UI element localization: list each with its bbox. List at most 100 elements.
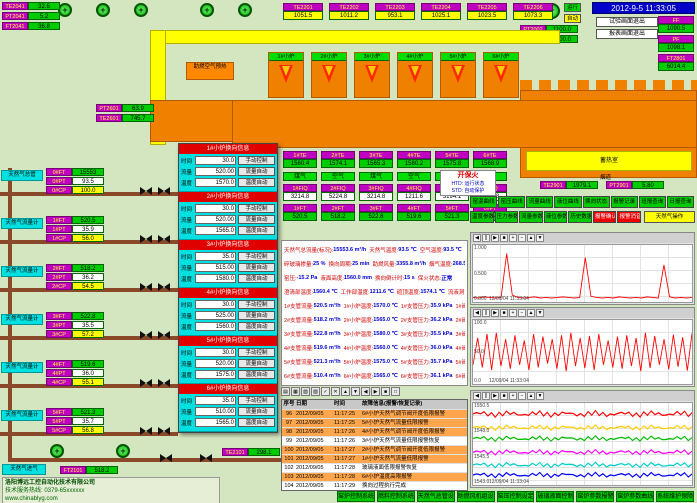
nav-button[interactable]: 窑炉参数报警显示 bbox=[576, 491, 615, 502]
alarm-toolbar-icon[interactable]: ■ bbox=[381, 387, 390, 396]
manual-control-button[interactable]: 手动控制 bbox=[238, 204, 275, 213]
temp-auto-button[interactable]: 温度自动 bbox=[238, 226, 275, 235]
manual-control-button[interactable]: 手动控制 bbox=[238, 300, 275, 309]
alarm-row[interactable]: 100 2012/09/05 11:17:27 2#小炉天然气调节阀开度低限报警 bbox=[282, 445, 467, 454]
chart-toolbar-icon[interactable]: ▶ bbox=[491, 309, 499, 317]
alarm-row[interactable]: 104 2012/09/05 11:17:29 换向过程执行完成 bbox=[282, 481, 467, 490]
chart-toolbar-icon[interactable]: ▼ bbox=[536, 309, 544, 317]
monitor-button[interactable]: 报警确认 bbox=[592, 211, 617, 223]
reversal-time-field[interactable]: 35.0 bbox=[195, 252, 236, 261]
alarm-toolbar-icon[interactable]: ✕ bbox=[331, 387, 340, 396]
flow-auto-button[interactable]: 流量自动 bbox=[238, 263, 275, 272]
flow-setpoint-field[interactable]: 520.00 bbox=[195, 167, 236, 176]
monitor-button[interactable]: 流量参数 bbox=[519, 211, 543, 223]
valve-icon[interactable] bbox=[140, 427, 152, 435]
manual-control-button[interactable]: 手动控制 bbox=[238, 252, 275, 261]
manual-control-button[interactable]: 手动控制 bbox=[238, 156, 275, 165]
reversal-time-field[interactable]: 30.0 bbox=[195, 204, 236, 213]
temp-setpoint-field[interactable]: 1575.0 bbox=[195, 370, 236, 379]
alarm-toolbar-icon[interactable]: ◀ bbox=[361, 387, 370, 396]
valve-icon[interactable] bbox=[158, 235, 170, 243]
monitor-button[interactable]: 压力参数 bbox=[494, 211, 519, 223]
nav-button[interactable]: 窑压控制设定 bbox=[496, 491, 535, 502]
nav-button[interactable]: 玻璃液面控制 bbox=[536, 491, 575, 502]
chart-toolbar-icon[interactable]: ◀ bbox=[473, 234, 481, 242]
chart-toolbar-icon[interactable]: + bbox=[509, 309, 517, 317]
monitor-button[interactable]: 温度参数 bbox=[470, 211, 494, 223]
chart-toolbar-icon[interactable]: ■ bbox=[500, 392, 508, 400]
alarm-toolbar-icon[interactable]: □ bbox=[391, 387, 400, 396]
alarm-row[interactable]: 103 2012/09/05 11:17:28 6#小炉温度高限报警 bbox=[282, 472, 467, 481]
monitor-button[interactable]: 窑温曲线 bbox=[470, 196, 498, 208]
chart-toolbar-icon[interactable]: ■ bbox=[500, 234, 508, 242]
flow-setpoint-field[interactable]: 520.00 bbox=[195, 359, 236, 368]
monitor-button[interactable]: 日报查询 bbox=[666, 196, 694, 208]
nav-button[interactable]: 助燃风机组设定 bbox=[456, 491, 495, 502]
alarm-toolbar-icon[interactable]: ▦ bbox=[291, 387, 300, 396]
gas-operation-button[interactable]: 天然气操作 bbox=[644, 211, 695, 223]
valve-icon[interactable] bbox=[140, 187, 152, 195]
valve-icon[interactable] bbox=[160, 454, 172, 462]
chart-toolbar-icon[interactable]: − bbox=[518, 392, 526, 400]
monitor-button[interactable]: 液位曲线 bbox=[554, 196, 582, 208]
alarm-row[interactable]: 98 2012/09/05 11:17:26 4#小炉天然气调节阀开度低限报警 bbox=[282, 427, 467, 436]
chart-toolbar-icon[interactable]: || bbox=[482, 392, 490, 400]
alarm-toolbar-icon[interactable]: ▲ bbox=[341, 387, 350, 396]
flow-setpoint-field[interactable]: 520.00 bbox=[195, 215, 236, 224]
flow-auto-button[interactable]: 流量自动 bbox=[238, 407, 275, 416]
temp-setpoint-field[interactable]: 1580.0 bbox=[195, 274, 236, 283]
chart-toolbar-icon[interactable]: || bbox=[482, 234, 490, 242]
chart-toolbar-icon[interactable]: ▶ bbox=[491, 392, 499, 400]
temp-auto-button[interactable]: 温度自动 bbox=[238, 370, 275, 379]
manual-control-button[interactable]: 手动控制 bbox=[238, 348, 275, 357]
nav-button[interactable]: 窑炉控制系统 bbox=[337, 491, 375, 502]
flow-auto-button[interactable]: 流量自动 bbox=[238, 215, 275, 224]
temp-auto-button[interactable]: 温度自动 bbox=[238, 322, 275, 331]
alarm-row[interactable]: 97 2012/09/05 11:17:25 5#小炉天然气流量低限报警 bbox=[282, 418, 467, 427]
chart-toolbar-icon[interactable]: ■ bbox=[500, 309, 508, 317]
valve-icon[interactable] bbox=[140, 283, 152, 291]
alarm-toolbar-icon[interactable]: ▨ bbox=[311, 387, 320, 396]
chart-toolbar-icon[interactable]: − bbox=[518, 309, 526, 317]
temp-auto-button[interactable]: 温度自动 bbox=[238, 178, 275, 187]
nav-button[interactable]: 系统维护保障 bbox=[656, 491, 695, 502]
monitor-button[interactable]: 历史数据 bbox=[568, 211, 592, 223]
flow-setpoint-field[interactable]: 525.00 bbox=[195, 311, 236, 320]
alarm-toolbar-icon[interactable]: ▤ bbox=[281, 387, 290, 396]
reversal-time-field[interactable]: 35.0 bbox=[195, 396, 236, 405]
reversal-time-field[interactable]: 30.0 bbox=[195, 300, 236, 309]
temp-auto-button[interactable]: 温度自动 bbox=[238, 418, 275, 427]
monitor-button[interactable]: 窑压曲线 bbox=[498, 196, 526, 208]
flow-auto-button[interactable]: 流量自动 bbox=[238, 167, 275, 176]
valve-icon[interactable] bbox=[158, 427, 170, 435]
monitor-button[interactable]: 流量曲线 bbox=[526, 196, 554, 208]
nav-button[interactable]: 窑炉参数曲线 bbox=[616, 491, 655, 502]
temp-auto-button[interactable]: 温度自动 bbox=[238, 274, 275, 283]
chart-toolbar-icon[interactable]: || bbox=[482, 309, 490, 317]
chart-toolbar-icon[interactable]: ◀ bbox=[473, 392, 481, 400]
flow-setpoint-field[interactable]: 510.00 bbox=[195, 407, 236, 416]
nav-button[interactable]: 燃料控制系统 bbox=[376, 491, 415, 502]
valve-icon[interactable] bbox=[158, 283, 170, 291]
valve-icon[interactable] bbox=[200, 454, 212, 462]
valve-icon[interactable] bbox=[158, 187, 170, 195]
temp-setpoint-field[interactable]: 1565.0 bbox=[195, 226, 236, 235]
reversal-time-field[interactable]: 30.0 bbox=[195, 156, 236, 165]
monitor-button[interactable]: 报警记录 bbox=[610, 196, 638, 208]
flow-auto-button[interactable]: 流量自动 bbox=[238, 311, 275, 320]
exit-test-screen-button[interactable]: 试验画面退出 bbox=[596, 17, 658, 27]
valve-icon[interactable] bbox=[158, 379, 170, 387]
manual-control-button[interactable]: 手动控制 bbox=[238, 396, 275, 405]
chart-toolbar-icon[interactable]: ▲ bbox=[527, 309, 535, 317]
chart-toolbar-icon[interactable]: + bbox=[509, 234, 517, 242]
chart-toolbar-icon[interactable]: − bbox=[518, 234, 526, 242]
valve-icon[interactable] bbox=[140, 331, 152, 339]
flow-setpoint-field[interactable]: 515.00 bbox=[195, 263, 236, 272]
alarm-toolbar-icon[interactable]: ▧ bbox=[301, 387, 310, 396]
valve-icon[interactable] bbox=[140, 379, 152, 387]
alarm-toolbar-icon[interactable]: ▼ bbox=[351, 387, 360, 396]
alarm-row[interactable]: 96 2012/09/05 11:17:25 6#小炉天然气调节阀开度低限报警 bbox=[282, 409, 467, 418]
chart-toolbar-icon[interactable]: ◀ bbox=[473, 309, 481, 317]
temp-setpoint-field[interactable]: 1570.0 bbox=[195, 178, 236, 187]
monitor-button[interactable]: 报警消音 bbox=[617, 211, 642, 223]
